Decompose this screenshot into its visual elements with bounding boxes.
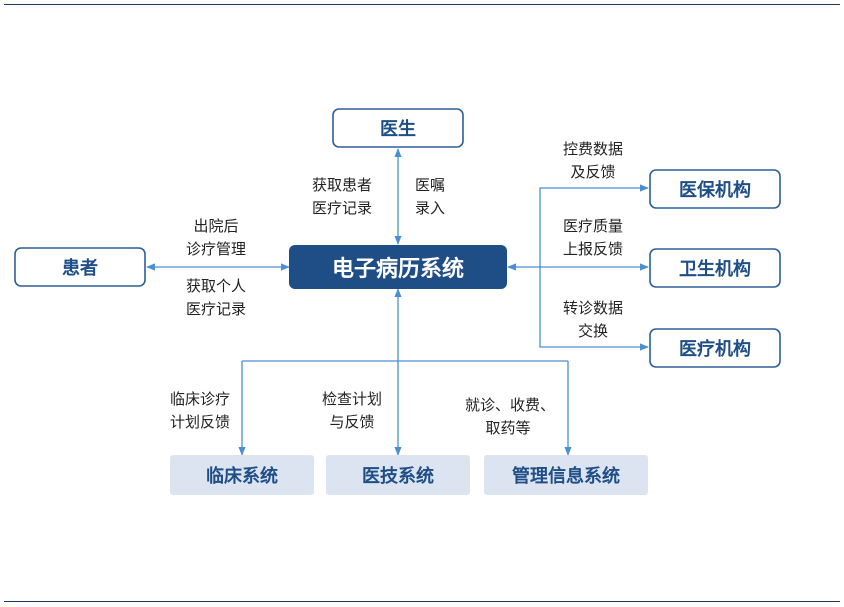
medical-node-label: 医疗机构 xyxy=(679,338,751,360)
insurance-node: 医保机构 xyxy=(649,169,781,209)
mis-node-label: 管理信息系统 xyxy=(512,465,620,487)
label-insurance-2: 及反馈 xyxy=(570,163,615,181)
connectors xyxy=(146,148,649,456)
patient-node-label: 患者 xyxy=(62,258,98,279)
label-patient-bottom-1: 获取个人 xyxy=(186,277,246,295)
label-patient-top-2: 诊疗管理 xyxy=(186,240,246,258)
clinical-node-label: 临床系统 xyxy=(206,465,278,487)
label-doctor-left-1: 获取患者 xyxy=(312,176,372,194)
label-doctor-left-2: 医疗记录 xyxy=(312,199,372,217)
label-doctor-right-1: 医嘱 xyxy=(415,176,445,194)
edge-labels: 获取患者 医疗记录 医嘱 录入 出院后 诊疗管理 获取个人 医疗记录 控费数据 … xyxy=(170,140,623,437)
insurance-node-label: 医保机构 xyxy=(679,179,751,201)
label-patient-top-1: 出院后 xyxy=(193,217,238,235)
medtech-node-label: 医技系统 xyxy=(362,465,434,487)
label-health-1: 医疗质量 xyxy=(563,217,623,235)
connector-insurance xyxy=(539,184,649,267)
bottom-rule xyxy=(4,601,840,602)
center-node-label: 电子病历系统 xyxy=(332,256,464,282)
doctor-node: 医生 xyxy=(332,108,464,148)
label-patient-bottom-2: 医疗记录 xyxy=(186,300,246,318)
health-node: 卫生机构 xyxy=(649,248,781,288)
doctor-node-label: 医生 xyxy=(380,118,416,140)
connector-medical xyxy=(539,267,649,351)
medical-node: 医疗机构 xyxy=(649,328,781,368)
mis-node: 管理信息系统 xyxy=(484,455,648,495)
clinical-node: 临床系统 xyxy=(170,455,314,495)
label-mis-2: 取药等 xyxy=(485,419,530,437)
label-medical-1: 转诊数据 xyxy=(563,299,623,317)
label-doctor-right-2: 录入 xyxy=(415,199,445,217)
label-clinical-2: 计划反馈 xyxy=(170,413,230,431)
label-medtech-1: 检查计划 xyxy=(322,390,382,408)
top-rule xyxy=(4,4,840,5)
medtech-node: 医技系统 xyxy=(326,455,470,495)
label-medical-2: 交换 xyxy=(578,322,608,340)
patient-node: 患者 xyxy=(14,247,146,287)
label-mis-1: 就诊、收费、 xyxy=(465,396,555,414)
label-clinical-1: 临床诊疗 xyxy=(170,390,230,408)
label-health-2: 上报反馈 xyxy=(563,240,623,258)
label-insurance-1: 控费数据 xyxy=(563,140,623,158)
center-node: 电子病历系统 xyxy=(289,245,507,289)
health-node-label: 卫生机构 xyxy=(679,258,751,280)
label-medtech-2: 与反馈 xyxy=(329,413,374,431)
